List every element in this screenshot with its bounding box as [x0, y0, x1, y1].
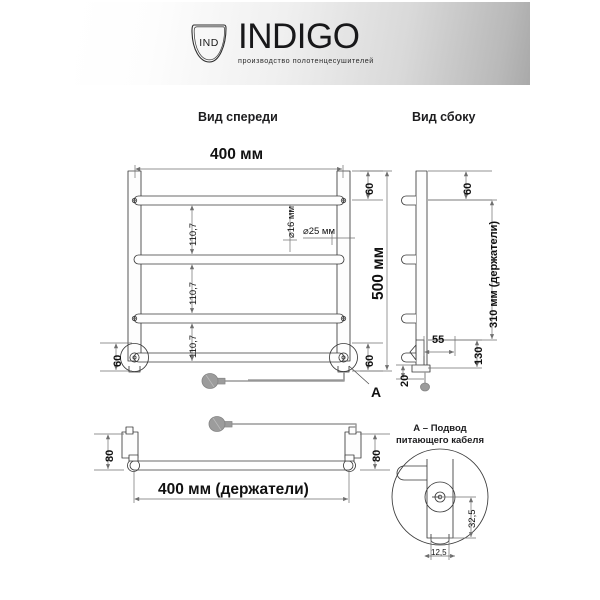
- dim-bottom-holder-width: 400 мм (держатели): [158, 481, 309, 498]
- dim-detail-vertical: 32,5: [467, 509, 478, 529]
- dim-side-bottom-offset: 20: [399, 374, 411, 387]
- dim-side-bracket-span: 310 мм (держатели): [488, 220, 500, 328]
- dim-post-diameter: ⌀25 мм: [303, 226, 335, 237]
- dim-front-top-offset: 60: [364, 182, 376, 195]
- side-view-drawing: [401, 170, 431, 392]
- front-view-drawing: [120, 170, 358, 389]
- side-view-title: Вид сбоку: [412, 110, 476, 124]
- detail-marker-a: А: [371, 384, 382, 400]
- dim-side-cable-box-height: 130: [473, 346, 485, 365]
- dim-front-width: 400 мм: [210, 146, 264, 163]
- detail-a-caption: А – Подвод питающего кабеля: [390, 423, 490, 447]
- dim-side-top-offset: 60: [462, 182, 474, 195]
- dim-front-rail-gap-2: 110,7: [188, 281, 199, 305]
- brand-tagline: производство полотенцесушителей: [238, 56, 374, 65]
- detail-a-caption-line2: питающего кабеля: [396, 435, 484, 446]
- bottom-view-drawing: [121, 416, 362, 472]
- dim-front-rail-gap-3: 110,7: [188, 334, 199, 358]
- brand-logo-text: INDIGO производство полотенцесушителей: [238, 17, 374, 66]
- dim-bottom-depth-left: 80: [104, 449, 116, 462]
- detail-a-caption-line1: А – Подвод: [413, 423, 467, 434]
- brand-name: INDIGO: [238, 17, 360, 56]
- dim-rail-diameter: ⌀16 мм: [286, 206, 297, 238]
- dim-front-height: 500 мм: [370, 246, 387, 300]
- shield-logo-icon: IND: [191, 24, 227, 63]
- front-view-title: Вид спереди: [198, 110, 278, 124]
- detail-a-drawing: [391, 448, 489, 546]
- dim-side-cable-box-width: 55: [432, 334, 445, 346]
- front-view-dimensions: [100, 165, 392, 385]
- dim-detail-horizontal: 12,5: [431, 548, 447, 557]
- dim-bottom-depth-right: 80: [371, 449, 383, 462]
- brand-banner: [75, 2, 530, 85]
- brand-logo: IND INDIGO производство полотенцесушител…: [185, 17, 400, 72]
- dim-front-bottom-offset-left: 60: [112, 354, 124, 367]
- dim-front-bottom-offset-right: 60: [364, 354, 376, 367]
- svg-text:IND: IND: [199, 37, 219, 49]
- dim-front-rail-gap-1: 110,7: [188, 222, 199, 246]
